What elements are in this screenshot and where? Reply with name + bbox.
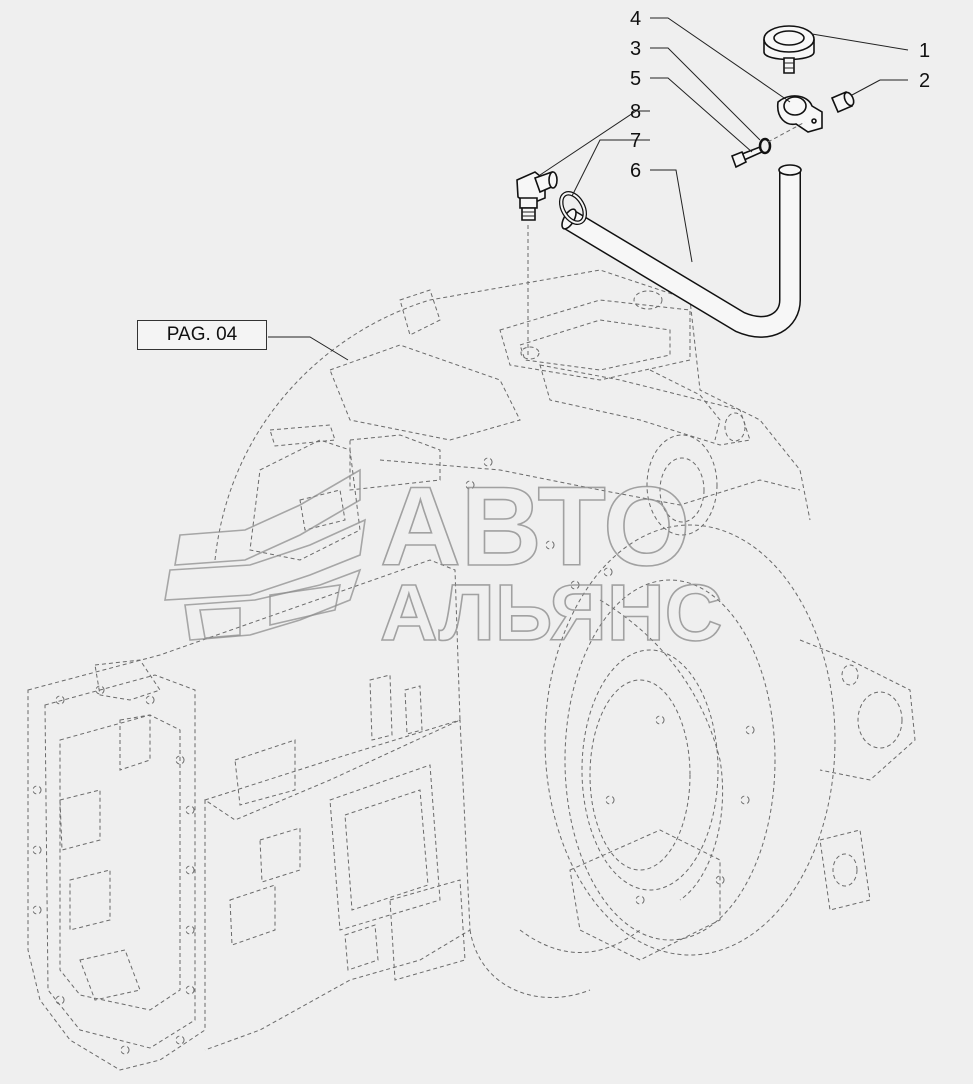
callout-1: 1 (919, 40, 930, 62)
part-3-washer (758, 137, 772, 155)
leader-lines (268, 17, 909, 361)
watermark-logo: АВТО АЛЬЯНС (164, 463, 723, 658)
part-1-breather-cap (763, 25, 815, 74)
part-8-elbow-fitting (516, 170, 558, 221)
callout-8: 8 (630, 101, 641, 123)
part-4-bracket (767, 95, 823, 143)
part-6-hose (561, 164, 802, 338)
callout-5: 5 (630, 68, 641, 90)
callout-numbers: 1 2 3 4 5 6 7 8 (630, 8, 930, 182)
callout-4: 4 (630, 8, 641, 30)
transmission-housing (27, 225, 916, 1071)
watermark-line1: АВТО (380, 464, 690, 589)
page-reference-link[interactable]: PAG. 04 (137, 320, 267, 350)
callout-2: 2 (919, 70, 930, 92)
part-7-hose-clamp (558, 191, 588, 225)
callout-3: 3 (630, 38, 641, 60)
part-5-bolt (730, 145, 764, 169)
part-2-pin (830, 90, 855, 114)
callout-6: 6 (630, 160, 641, 182)
watermark-line2: АЛЬЯНС (380, 568, 722, 657)
callout-7: 7 (630, 130, 641, 152)
